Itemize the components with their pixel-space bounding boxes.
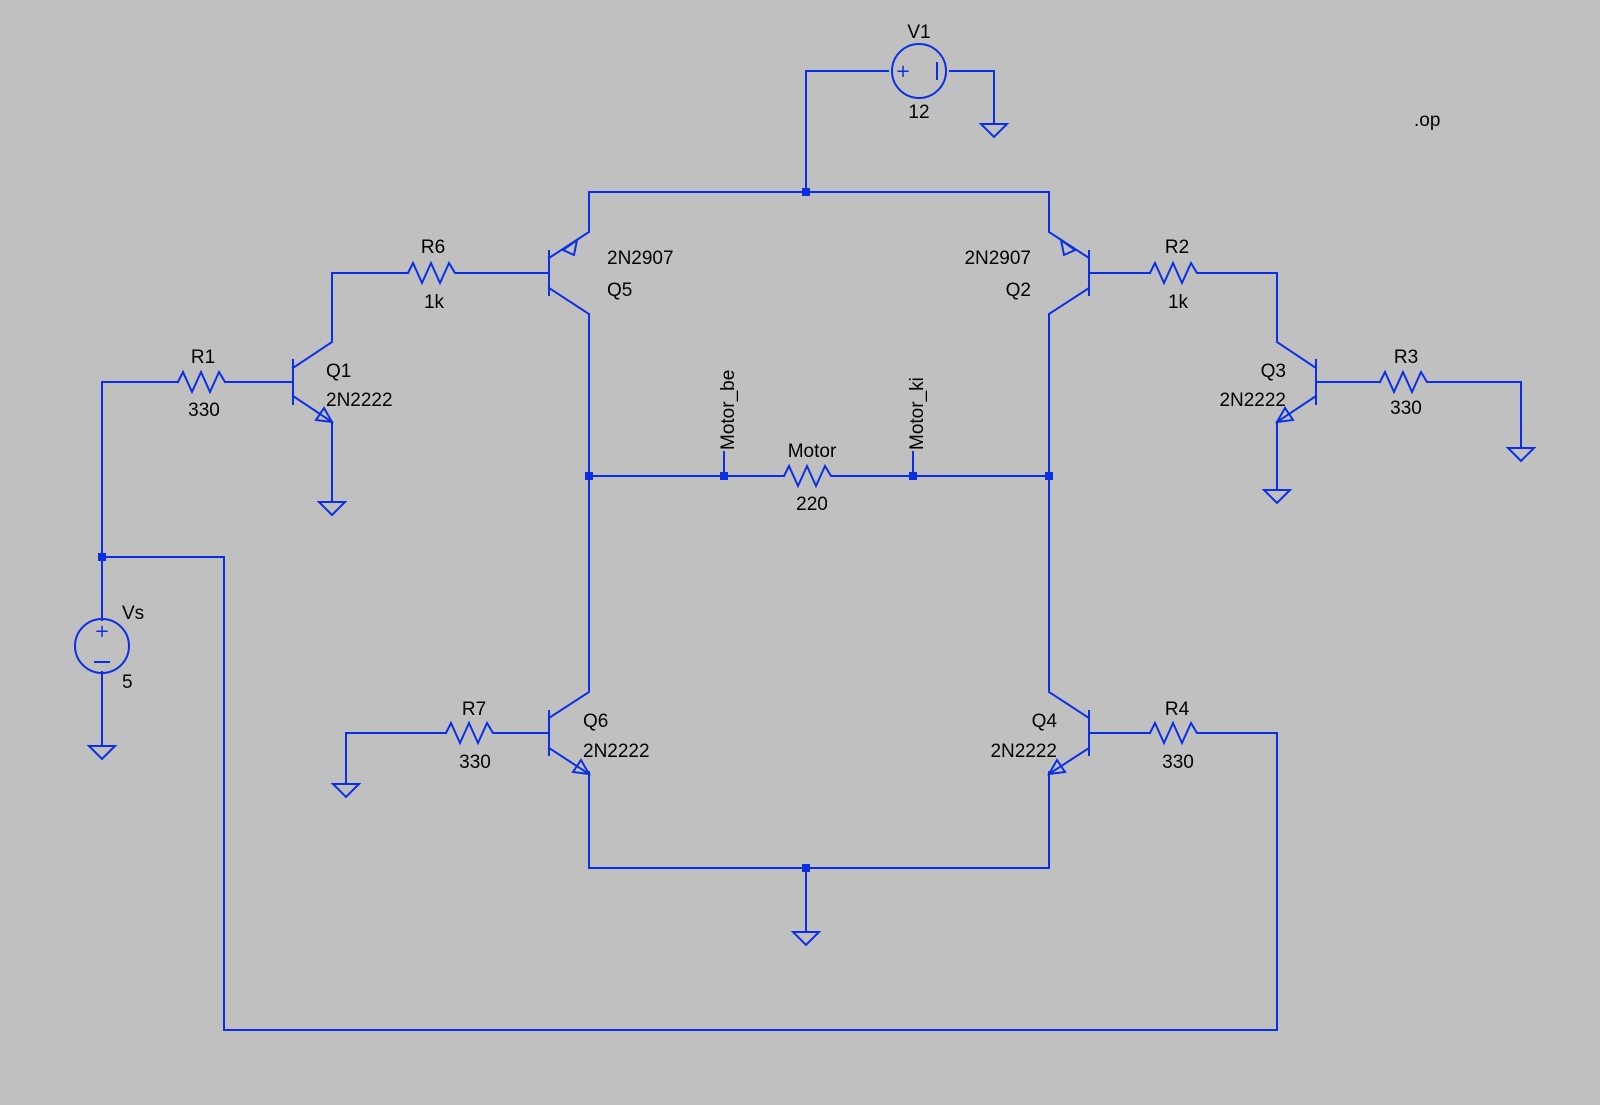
junctions [98,188,1053,872]
spice-directive: .op [1414,110,1440,131]
transistor-q1-symbol [291,340,334,424]
wire-vs-to-r4-loop [101,556,1278,1031]
resistor-motor-symbol [782,463,837,489]
q1-name-label: Q1 [326,361,351,382]
r3-value-label: 330 [1390,398,1422,419]
ground-symbol [1505,447,1537,463]
svg-text:+: + [94,621,109,642]
r7-name-label: R7 [462,699,486,720]
q1-model-label: 2N2222 [326,390,393,411]
wire-r3-gnd [1431,381,1522,449]
junction-dot [585,472,593,480]
junction-dot [1045,472,1053,480]
r4-name-label: R4 [1165,699,1190,720]
junction-dot [720,472,728,480]
ground-symbol [1261,489,1293,505]
q6-name-label: Q6 [583,711,608,732]
wires [101,70,1522,1031]
v1-value-label: 12 [908,102,929,123]
v1-name-label: V1 [907,22,930,43]
wire-r2-q3 [1203,272,1278,341]
resistor-symbols [176,260,1433,746]
wire-v1-to-gnd [949,70,995,125]
q3-name-label: Q3 [1261,361,1286,382]
vs-value-label: 5 [122,672,133,693]
junction-dot [802,188,810,196]
r4-value-label: 330 [1162,752,1194,773]
junction-dot [98,553,106,561]
ground-symbol [978,123,1010,139]
transistor-q2-symbol [1047,191,1091,316]
ground-symbol [316,501,348,517]
voltage-source-v1-symbol: + [891,43,947,99]
resistor-r7-symbol [444,720,501,746]
r2-value-label: 1k [1168,292,1189,313]
q4-model-label: 2N2222 [990,741,1057,762]
motor-value-label: 220 [796,494,828,515]
transistor-q6-symbol [547,690,591,776]
wire-v1-to-rail [805,70,889,193]
wire-bottom-rail [588,771,1050,869]
vs-name-label: Vs [122,603,144,624]
resistor-r2-symbol [1148,260,1205,286]
wire-vs-r1 [101,381,179,621]
svg-text:+: + [895,61,910,82]
ground-symbol [86,745,118,761]
resistor-r1-symbol [176,369,231,395]
ground-symbol [330,783,362,799]
transistor-q4-symbol [1047,690,1091,776]
r1-name-label: R1 [191,347,215,368]
ground-symbols [86,123,1537,947]
transistor-q3-symbol [1275,340,1318,424]
junction-dot [909,472,917,480]
q2-name-label: Q2 [1006,280,1031,301]
motor-name-label: Motor [788,441,837,462]
r3-name-label: R3 [1394,347,1418,368]
ground-symbol [790,931,822,947]
q5-name-label: Q5 [607,280,632,301]
q6-model-label: 2N2222 [583,741,650,762]
junction-dot [802,864,810,872]
r6-value-label: 1k [424,292,445,313]
q2-model-label: 2N2907 [964,248,1031,269]
transistor-q5-symbol [547,191,591,316]
voltage-source-vs-symbol: + [74,618,130,674]
labels: V1 12 Vs 5 .op R6 1k R1 330 R2 1k R3 330… [122,22,1440,773]
wire-q1-r6 [331,272,409,341]
net-label-motor-ki: Motor_ki [907,377,928,450]
resistor-r6-symbol [406,260,463,286]
r6-name-label: R6 [421,237,445,258]
q4-name-label: Q4 [1032,711,1058,732]
r7-value-label: 330 [459,752,491,773]
resistor-r4-symbol [1148,720,1205,746]
transistor-symbols [291,191,1318,776]
r1-value-label: 330 [188,400,220,421]
q3-model-label: 2N2222 [1219,390,1286,411]
wire-gnd-r7 [345,732,447,785]
r2-name-label: R2 [1165,237,1189,258]
resistor-r3-symbol [1378,369,1433,395]
q5-model-label: 2N2907 [607,248,674,269]
net-label-motor-be: Motor_be [718,370,739,450]
